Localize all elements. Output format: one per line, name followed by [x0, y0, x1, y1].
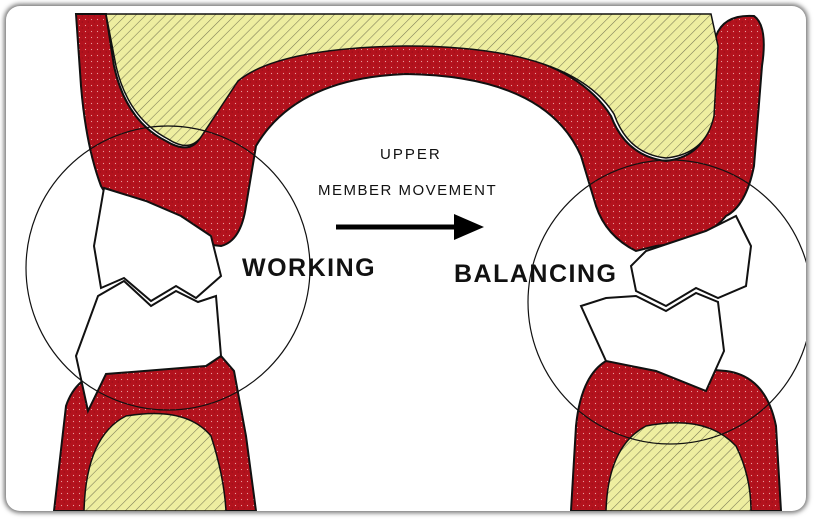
balancing-side-label: BALANCING	[454, 260, 618, 289]
occlusion-diagram	[6, 6, 806, 511]
caption-upper: UPPER	[380, 146, 442, 163]
working-side-label: WORKING	[242, 254, 376, 283]
caption-member-movement: MEMBER MOVEMENT	[318, 182, 497, 199]
arrow-right-icon	[336, 214, 484, 240]
upper-bone-hatch	[106, 14, 718, 158]
diagram-card: UPPER MEMBER MOVEMENT WORKING BALANCING	[6, 6, 806, 511]
